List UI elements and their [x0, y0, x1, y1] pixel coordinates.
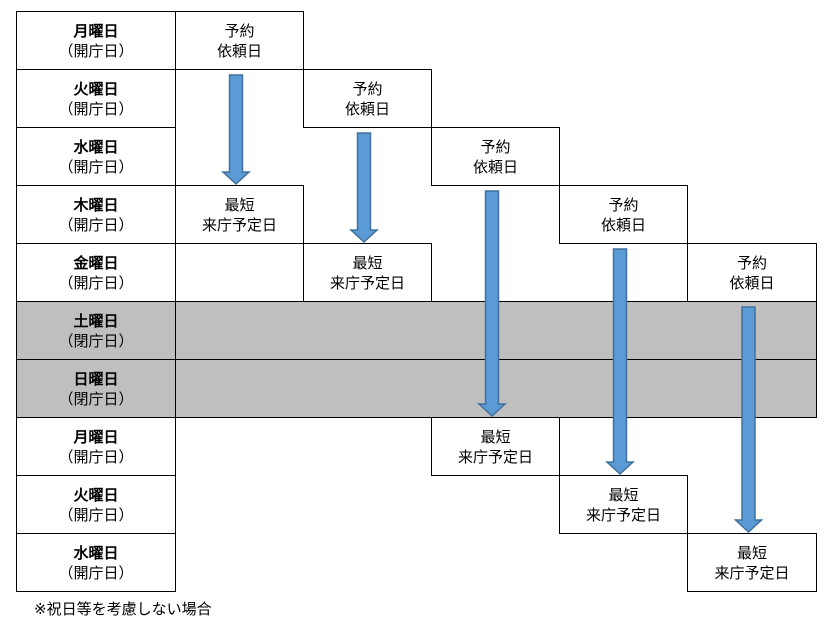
day-status: （開庁日）	[58, 273, 134, 292]
request-date-cell-line1: 予約	[224, 21, 255, 40]
request-date-cell-line1: 予約	[736, 253, 767, 272]
day-status: （開庁日）	[58, 41, 134, 60]
earliest-visit-cell-line2: 来庁予定日	[201, 215, 277, 234]
day-name: 火曜日	[73, 79, 119, 98]
day-status: （開庁日）	[58, 563, 134, 582]
day-status: （開庁日）	[58, 157, 134, 176]
day-name: 木曜日	[73, 195, 119, 214]
down-arrow-icon	[349, 132, 379, 244]
day-cell: 水曜日（開庁日）	[16, 127, 176, 186]
day-cell: 月曜日（開庁日）	[16, 417, 176, 476]
day-cell: 木曜日（開庁日）	[16, 185, 176, 244]
day-name: 火曜日	[73, 485, 119, 504]
day-status: （閉庁日）	[58, 331, 134, 350]
earliest-visit-cell: 最短来庁予定日	[175, 185, 304, 244]
earliest-visit-cell-line1: 最短	[480, 427, 511, 446]
day-cell: 月曜日（開庁日）	[16, 11, 176, 70]
request-date-cell-line1: 予約	[480, 137, 511, 156]
request-date-cell-line1: 予約	[352, 79, 383, 98]
request-date-cell: 予約依頼日	[559, 185, 688, 244]
request-date-cell: 予約依頼日	[431, 127, 560, 186]
day-name: 月曜日	[73, 427, 119, 446]
day-status: （開庁日）	[58, 215, 134, 234]
closed-day-band	[175, 359, 817, 418]
day-cell: 火曜日（開庁日）	[16, 475, 176, 534]
closed-day-band	[175, 301, 817, 360]
down-arrow-icon	[221, 74, 251, 186]
earliest-visit-cell: 最短来庁予定日	[687, 533, 817, 592]
day-name: 水曜日	[73, 137, 119, 156]
earliest-visit-cell-line2: 来庁予定日	[329, 273, 405, 292]
day-cell: 水曜日（開庁日）	[16, 533, 176, 592]
day-name: 金曜日	[73, 253, 119, 272]
earliest-visit-cell: 最短来庁予定日	[303, 243, 432, 302]
earliest-visit-cell-line1: 最短	[608, 485, 639, 504]
earliest-visit-cell-line1: 最短	[352, 253, 383, 272]
day-name: 水曜日	[73, 543, 119, 562]
request-date-cell-line2: 依頼日	[344, 99, 390, 118]
earliest-visit-cell: 最短来庁予定日	[559, 475, 688, 534]
day-status: （開庁日）	[58, 447, 134, 466]
earliest-visit-cell-line2: 来庁予定日	[457, 447, 533, 466]
day-status: （開庁日）	[58, 505, 134, 524]
earliest-visit-cell-line2: 来庁予定日	[714, 563, 790, 582]
day-status: （閉庁日）	[58, 389, 134, 408]
day-cell: 火曜日（開庁日）	[16, 69, 176, 128]
earliest-visit-cell-line1: 最短	[224, 195, 255, 214]
request-date-cell: 予約依頼日	[175, 11, 304, 70]
request-date-cell: 予約依頼日	[687, 243, 817, 302]
request-date-cell-line2: 依頼日	[216, 41, 262, 60]
request-date-cell-line2: 依頼日	[600, 215, 646, 234]
footnote: ※祝日等を考慮しない場合	[34, 600, 212, 618]
earliest-visit-cell: 最短来庁予定日	[431, 417, 560, 476]
day-name: 日曜日	[73, 369, 119, 388]
day-cell: 日曜日（閉庁日）	[16, 359, 176, 418]
earliest-visit-cell-line2: 来庁予定日	[585, 505, 661, 524]
day-name: 月曜日	[73, 21, 119, 40]
day-cell: 土曜日（閉庁日）	[16, 301, 176, 360]
request-date-cell: 予約依頼日	[303, 69, 432, 128]
earliest-visit-cell-line1: 最短	[736, 543, 767, 562]
day-name: 土曜日	[73, 311, 119, 330]
request-date-cell-line1: 予約	[608, 195, 639, 214]
day-cell: 金曜日（開庁日）	[16, 243, 176, 302]
day-status: （開庁日）	[58, 99, 134, 118]
request-date-cell-line2: 依頼日	[729, 273, 775, 292]
request-date-cell-line2: 依頼日	[472, 157, 518, 176]
